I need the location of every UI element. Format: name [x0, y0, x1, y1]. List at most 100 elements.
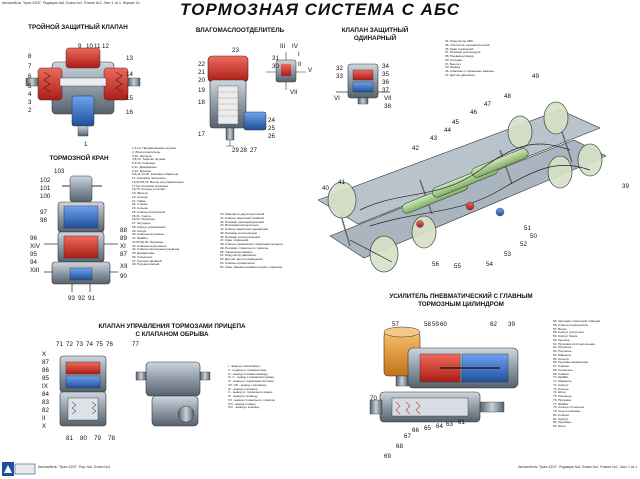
- callout-number: XI: [120, 243, 126, 250]
- callout-number: 65: [424, 425, 431, 432]
- callout-number: 30: [272, 63, 279, 70]
- callout-number: 77: [132, 341, 139, 348]
- legend-item: 19. Фильтр.: [132, 192, 149, 195]
- legend-item: 66. Пружина возвратная.: [553, 361, 589, 365]
- booster-drawing: [369, 326, 519, 423]
- callout-number: 103: [54, 168, 65, 175]
- callout-number: 102: [40, 177, 51, 184]
- callout-number: II: [42, 415, 46, 422]
- legend-item: 11. Колпачки защитные.: [132, 177, 167, 180]
- legend-item: 62. Поршень.: [553, 346, 573, 350]
- legend-item: 43. Влагомаслоотделитель.: [220, 224, 260, 228]
- legend-item: 65. Кольцо.: [553, 357, 570, 361]
- callout-number: 51: [524, 225, 531, 232]
- callout-number: 34: [382, 63, 389, 70]
- callout-number: 70: [370, 395, 377, 402]
- legend-item: 64. Манжета.: [553, 353, 572, 357]
- callout-number: 97: [40, 209, 47, 216]
- callout-number: 25: [268, 125, 275, 132]
- legend-item: 46. Ресивер ускорительный.: [220, 235, 261, 239]
- legend-item: 25,31. Седла.: [132, 214, 152, 218]
- callout-number: 69: [384, 453, 391, 460]
- callout-number: 96: [30, 235, 37, 242]
- callout-number: 43: [430, 135, 437, 142]
- legend-item: 6,12. Крышки.: [132, 169, 152, 173]
- callout-number: 7: [28, 63, 32, 70]
- callout-number: 39: [622, 183, 629, 190]
- callout-number: VII: [384, 95, 392, 102]
- legend-item: XIV - вывод к клапану.: [228, 406, 260, 410]
- legend-item: 74. Шток.: [553, 391, 567, 395]
- callout-number: 61: [458, 419, 465, 426]
- callout-number: 98: [40, 217, 47, 224]
- legend-item: 61. Пружина уплотнительная.: [553, 342, 596, 346]
- legend-item: 76. Пружина.: [553, 398, 572, 402]
- legend-item: 24. Клапан пропускной.: [132, 210, 166, 214]
- callout-number: X: [42, 423, 46, 430]
- legend-item: I - вывод к атмосфере;: [228, 365, 261, 368]
- legend-item: 70. Шайба.: [553, 376, 569, 380]
- callout-number: 36: [382, 79, 389, 86]
- callout-number: 37: [382, 87, 389, 94]
- callout-number: 63: [446, 421, 453, 428]
- callout-number: 40: [322, 185, 329, 192]
- callout-number: 101: [40, 185, 51, 192]
- legend-item: 52. Датчик частоты вращения.: [220, 258, 264, 261]
- legend-item: VII, VIII - вывод к ресиверу;: [228, 383, 268, 387]
- legend-item: 69. Клапан.: [553, 372, 570, 376]
- section-title-moisture-separator: ВЛАГОМАСЛООТДЕЛИТЕЛЬ: [195, 27, 285, 34]
- callout-number: II: [298, 61, 302, 68]
- callout-number: 21: [198, 69, 205, 76]
- legend-item: 36. Клапаны и тормозные камеры.: [445, 70, 495, 73]
- callout-number: 46: [470, 109, 477, 116]
- publisher-logo: [2, 462, 36, 476]
- callout-number: VII: [290, 89, 298, 96]
- legend-item: 4,8,13. Тарелки пружин.: [132, 158, 167, 162]
- callout-number: 95: [30, 251, 37, 258]
- callout-number: 47: [484, 101, 491, 108]
- callout-number: 83: [42, 399, 49, 406]
- callout-number: 89: [120, 235, 127, 242]
- callout-number: III: [280, 43, 285, 50]
- legend-item: 33. Клапаны выпускные.: [132, 244, 168, 248]
- callout-number: 75: [96, 341, 103, 348]
- legend-item: 47. Кран тормозной.: [220, 239, 250, 243]
- legend-item: IX - вывод к прицепу;: [228, 387, 259, 391]
- callout-number: 87: [42, 359, 49, 366]
- callout-number: 12: [102, 43, 109, 50]
- legend-item: 36. Кран тормозной.: [445, 47, 475, 51]
- legend-item: 21. Гайка.: [132, 199, 147, 203]
- callout-number: X: [42, 351, 46, 358]
- section-title-single-valve: КЛАПАН ЗАЩИТНЫЙ ОДИНАРНЫЙ: [341, 27, 409, 42]
- callout-number: IX: [42, 383, 48, 390]
- legend-item: 55. Цилиндр тормозной главный.: [553, 320, 601, 323]
- legend-item: 48. Клапан управления тормозами прицепа.: [220, 243, 284, 246]
- legend-item: XI - вывод к приводу;: [228, 395, 259, 398]
- legend-item: 67. Клапан.: [553, 365, 570, 368]
- section-title-trailer-valve: КЛАПАН УПРАВЛЕНИЯ ТОРМОЗАМИ ПРИЦЕПА С КЛ…: [98, 323, 246, 338]
- legend-item: 30. Клапаны впускные.: [132, 233, 165, 237]
- legend-item: IV, V - вывод к пневмосистемам;: [228, 376, 275, 380]
- callout-number: V: [308, 67, 313, 74]
- callout-number: 6: [28, 73, 32, 80]
- legend-item: 17,64. Клапаны впускные.: [132, 184, 170, 188]
- callout-number: 59: [432, 321, 439, 328]
- callout-number: 33: [336, 73, 343, 80]
- legend-item: 37,63,82,90. Пружины.: [132, 240, 165, 244]
- callout-number: 27: [250, 147, 257, 154]
- legend-item: 78. Кольцо стопорное.: [553, 406, 586, 410]
- poster-title: ТОРМОЗНАЯ СИСТЕМА С АБС: [179, 0, 461, 19]
- callout-number: 16: [126, 109, 133, 116]
- legend-item: 53. Клапан ограничения.: [220, 261, 256, 265]
- chassis-drawing: [317, 101, 607, 273]
- legend-item: XIII - вывод к крану;: [228, 402, 257, 406]
- legend-item: III - вывод к пневмоприводу;: [228, 372, 269, 376]
- callout-number: 71: [56, 341, 63, 348]
- callout-number: 79: [94, 435, 101, 442]
- callout-number: 29: [232, 147, 239, 154]
- callout-number: 13: [126, 55, 133, 62]
- callout-number: 19: [198, 87, 205, 94]
- callout-number: 57: [392, 321, 399, 328]
- legend-item: 42. Ресивер регенерационный.: [220, 220, 265, 224]
